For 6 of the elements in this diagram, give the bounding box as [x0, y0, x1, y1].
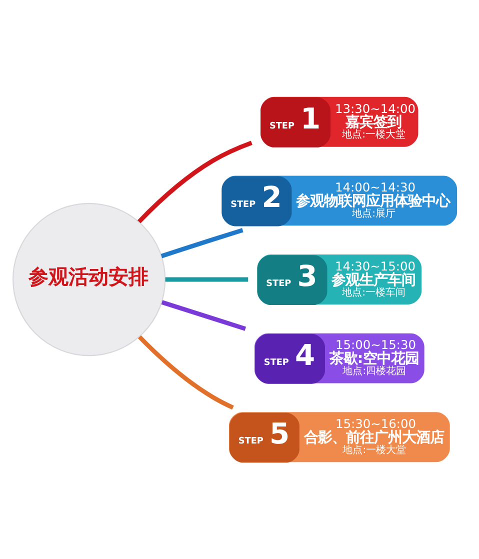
connector — [165, 277, 248, 282]
connector — [137, 140, 252, 224]
connector — [138, 335, 234, 410]
connector — [160, 228, 244, 258]
connector — [161, 300, 246, 331]
node-circle: 参观活动安排 — [12, 202, 166, 356]
